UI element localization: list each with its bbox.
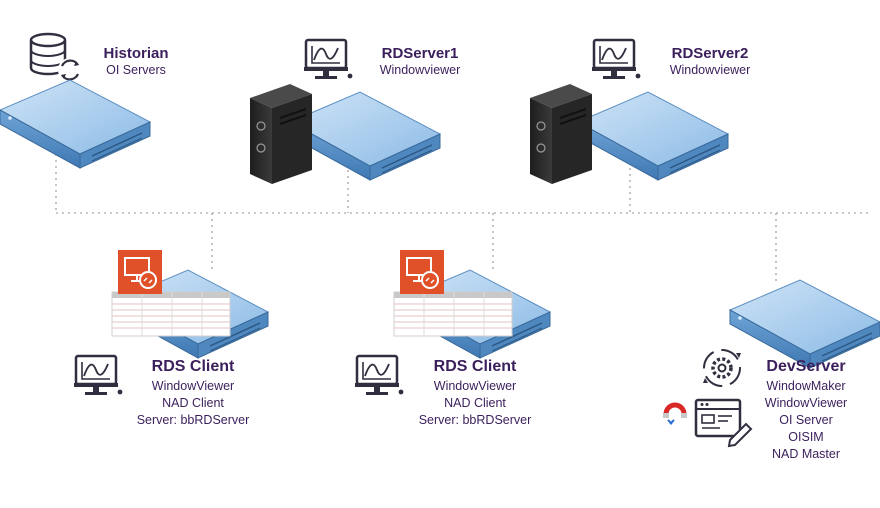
rdserver1-subtitle: Windowviewer — [379, 63, 461, 77]
devserver-title: DevServer — [766, 358, 846, 375]
devserver-line-4: OISIM — [788, 430, 824, 444]
rds-client-2-label: RDS Client WindowViewer NAD Client Serve… — [400, 356, 550, 429]
rds-client-2-line-3: Server: bbRDServer — [418, 413, 532, 427]
rdserver1-rack-server-icon — [289, 91, 441, 181]
rds-client-1-remote-desktop-icon — [117, 249, 163, 295]
rdserver1-label: RDServer1 Windowviewer — [360, 45, 480, 79]
devserver-rack-server-icon — [729, 279, 880, 369]
network-lines — [55, 148, 872, 285]
rds-client-2-line-2: NAD Client — [444, 396, 506, 410]
rdserver1-monitor-chart-icon — [302, 38, 354, 81]
rds-client-2-line-1: WindowViewer — [433, 379, 517, 393]
rds-client-1-monitor-chart-icon — [72, 354, 124, 397]
rds-client-2-monitor-chart-icon — [353, 354, 405, 397]
rds-client-1-line-3: Server: bbRDServer — [136, 413, 250, 427]
rdserver2-monitor-chart-icon — [590, 38, 642, 81]
historian-subtitle: OI Servers — [106, 63, 166, 77]
rds-client-1-label: RDS Client WindowViewer NAD Client Serve… — [118, 356, 268, 429]
rdserver2-title: RDServer2 — [671, 45, 749, 62]
rdserver1-tower-server-icon — [249, 83, 313, 185]
rdserver2-rack-server-icon — [577, 91, 729, 181]
devserver-line-2: WindowViewer — [764, 396, 848, 410]
window-edit-icon — [694, 398, 753, 448]
rdserver2-tower-server-icon — [529, 83, 593, 185]
magnet-icon — [663, 402, 687, 425]
rds-client-2-table-icon — [393, 291, 513, 337]
rds-client-1-line-1: WindowViewer — [151, 379, 235, 393]
rdserver2-subtitle: Windowviewer — [669, 63, 751, 77]
gear-cycle-icon — [703, 349, 741, 387]
devserver-line-3: OI Server — [779, 413, 833, 427]
rdserver1-title: RDServer1 — [381, 45, 459, 62]
devserver-line-1: WindowMaker — [766, 379, 846, 393]
historian-rack-server-icon — [0, 79, 151, 169]
rdserver2-label: RDServer2 Windowviewer — [650, 45, 770, 79]
devserver-line-5: NAD Master — [771, 447, 841, 461]
rds-client-1-table-icon — [111, 291, 231, 337]
database-refresh-icon — [29, 32, 82, 82]
devserver-label: DevServer WindowMaker WindowViewer OI Se… — [744, 356, 868, 463]
rds-client-1-line-2: NAD Client — [162, 396, 224, 410]
rds-client-2-title: RDS Client — [433, 358, 517, 375]
rds-client-2-remote-desktop-icon — [399, 249, 445, 295]
historian-title: Historian — [103, 45, 169, 62]
rds-client-1-title: RDS Client — [151, 358, 235, 375]
historian-label: Historian OI Servers — [88, 45, 184, 79]
